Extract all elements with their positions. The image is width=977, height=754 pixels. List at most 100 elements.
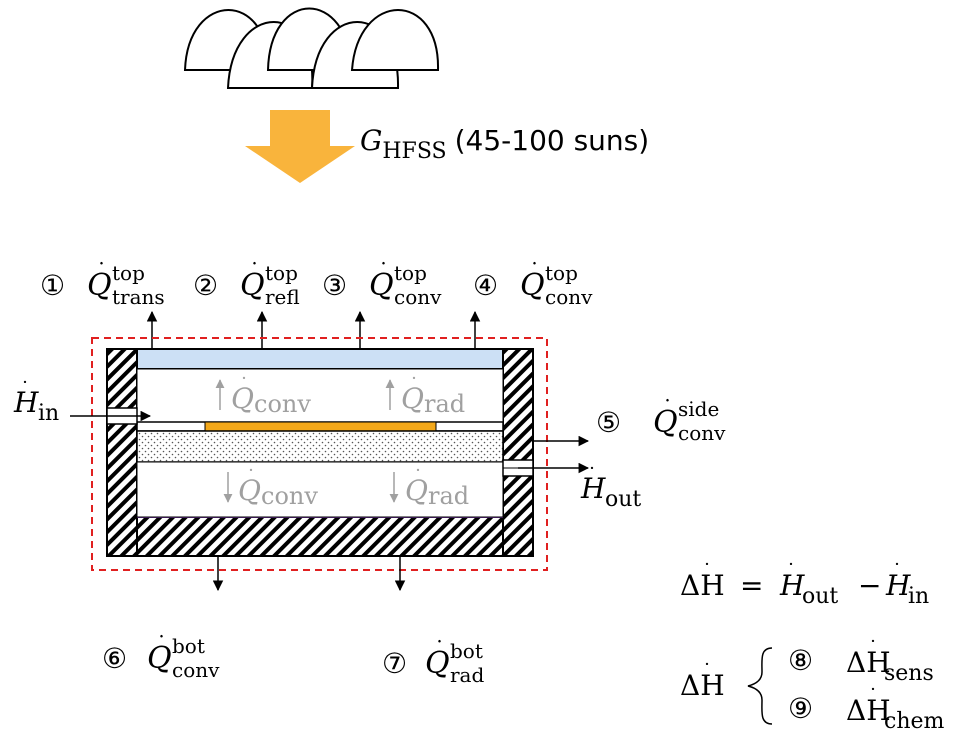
split-item-8-dot: ˙ xyxy=(868,636,878,660)
outlet-symbol: H xyxy=(580,472,606,505)
top-loss-3: ③ Q ˙ top conv xyxy=(322,260,442,309)
top-loss-1-dot: ˙ xyxy=(96,260,107,285)
bottom-loss-6: ⑥ Q ˙ bot conv xyxy=(102,633,220,682)
inner-lower-conv-dot: ˙ xyxy=(246,465,256,489)
side-loss-dot: ˙ xyxy=(662,397,673,422)
control-volume-boundary xyxy=(91,337,548,571)
top-loss-1: ① Q ˙ top trans xyxy=(40,260,165,309)
flux-arrow-shape xyxy=(245,110,355,183)
inner-lower-rad-sub: rad xyxy=(428,482,469,510)
top-loss-1-sub: trans xyxy=(112,285,165,309)
right-wall xyxy=(502,348,534,557)
top-loss-2-symbol: Q xyxy=(240,268,265,303)
enthalpy-split: ΔH ˙ ⑧ ΔH ˙ sens ⑨ ΔH ˙ chem xyxy=(680,636,945,734)
top-loss-3-sub: conv xyxy=(394,285,442,309)
flux-subscript: HFSS xyxy=(382,139,446,164)
split-item-8-number: ⑧ xyxy=(788,644,813,677)
flux-label: GHFSS(45-100 suns) xyxy=(360,124,649,164)
split-lhs: ΔH xyxy=(680,669,725,702)
top-loss-3-number: ③ xyxy=(322,269,347,302)
inner-upper-conv-sub: conv xyxy=(254,390,311,418)
top-loss-3-symbol: Q xyxy=(369,268,394,303)
top-loss-2: ② Q ˙ top refl xyxy=(193,260,300,309)
bottom-loss-7: ⑦ Q ˙ bot rad xyxy=(382,638,484,687)
inner-lower-conv-sub: conv xyxy=(261,482,318,510)
split-item-9-sub: chem xyxy=(884,709,945,734)
eq-term1: H xyxy=(779,569,805,602)
top-loss-1-sup: top xyxy=(112,261,145,285)
bottom-loss-6-symbol: Q xyxy=(147,641,172,676)
top-loss-4-dot: ˙ xyxy=(529,260,540,285)
inlet-symbol: H xyxy=(13,386,39,419)
split-item-9-symbol: ΔH xyxy=(846,694,891,727)
side-loss-number: ⑤ xyxy=(596,406,621,439)
eq-term2-dot: ˙ xyxy=(892,559,902,583)
bottom-loss-7-number: ⑦ xyxy=(382,647,407,680)
bottom-loss-6-dot: ˙ xyxy=(156,633,167,658)
top-loss-2-number: ② xyxy=(193,269,218,302)
top-loss-1-number: ① xyxy=(40,269,65,302)
outlet-sub: out xyxy=(605,487,641,512)
bottom-loss-6-sub: conv xyxy=(172,658,220,682)
split-item-9-number: ⑨ xyxy=(788,692,813,725)
eq-term1-sub: out xyxy=(802,584,838,609)
top-loss-4-symbol: Q xyxy=(520,268,545,303)
brace-icon xyxy=(747,647,773,725)
inlet: H ˙ in xyxy=(13,377,152,426)
bottom-loss-arrows xyxy=(212,556,406,592)
left-wall xyxy=(106,348,138,557)
bottom-loss-7-sub: rad xyxy=(450,663,484,687)
flux-suffix: (45-100 suns) xyxy=(455,124,650,157)
eq-lhs: ΔH xyxy=(680,569,725,602)
split-item-8-symbol: ΔH xyxy=(846,646,891,679)
bottom-loss-7-symbol: Q xyxy=(425,646,450,681)
side-loss: ⑤ Q ˙ side conv xyxy=(533,397,726,447)
eq-minus: − xyxy=(858,569,881,602)
inlet-sub: in xyxy=(38,401,59,426)
inner-lower-rad-symbol: Q xyxy=(405,474,428,507)
inner-upper-rad-sub: rad xyxy=(424,390,465,418)
inner-lower-rad-dot: ˙ xyxy=(413,465,423,489)
top-loss-arrows xyxy=(146,310,481,348)
top-loss-2-dot: ˙ xyxy=(249,260,260,285)
bottom-loss-7-dot: ˙ xyxy=(434,638,445,663)
eq-equals: = xyxy=(740,569,763,602)
enthalpy-equation: ΔH ˙ = H ˙ out − H ˙ in xyxy=(680,559,929,609)
side-loss-sub: conv xyxy=(678,421,726,445)
inner-upper-conv-symbol: Q xyxy=(231,382,254,415)
bottom-loss-6-number: ⑥ xyxy=(102,642,127,675)
inner-upper-conv-dot: ˙ xyxy=(239,373,249,397)
top-loss-2-sub: refl xyxy=(265,285,300,309)
inner-lower-labels: Q ˙ conv Q ˙ rad xyxy=(223,465,469,510)
bottom-loss-6-sup: bot xyxy=(172,634,205,658)
inner-lower-conv-symbol: Q xyxy=(238,474,261,507)
top-loss-3-dot: ˙ xyxy=(378,260,389,285)
top-loss-4: ④ Q ˙ top conv xyxy=(473,260,593,309)
eq-lhs-dot: ˙ xyxy=(702,559,712,583)
bottom-loss-labels: ⑥ Q ˙ bot conv ⑦ Q ˙ bot rad xyxy=(102,633,484,687)
lamp-reflectors-icon xyxy=(183,7,440,89)
glass-window xyxy=(136,348,504,370)
split-item-9-dot: ˙ xyxy=(868,684,878,708)
side-loss-symbol: Q xyxy=(653,405,678,440)
outlet: H ˙ out xyxy=(518,462,641,512)
eq-term2: H xyxy=(885,569,911,602)
inner-upper-labels: Q ˙ conv Q ˙ rad xyxy=(215,373,465,418)
receiver-body xyxy=(106,348,534,557)
absorber-coating xyxy=(204,421,437,432)
outlet-dot: ˙ xyxy=(587,463,597,487)
lower-cavity xyxy=(136,461,504,518)
inlet-dot: ˙ xyxy=(20,377,30,401)
top-loss-4-sub: conv xyxy=(545,285,593,309)
top-loss-1-symbol: Q xyxy=(87,268,112,303)
top-loss-labels: ① Q ˙ top trans ② Q ˙ top refl ③ Q ˙ top… xyxy=(40,260,593,309)
eq-term1-dot: ˙ xyxy=(786,559,796,583)
split-item-8-sub: sens xyxy=(884,661,934,686)
bottom-wall xyxy=(136,516,504,557)
porous-layer xyxy=(136,430,504,463)
split-lhs-dot: ˙ xyxy=(702,659,712,683)
eq-term2-sub: in xyxy=(908,584,929,609)
top-loss-4-number: ④ xyxy=(473,269,498,302)
top-loss-4-sup: top xyxy=(545,261,578,285)
